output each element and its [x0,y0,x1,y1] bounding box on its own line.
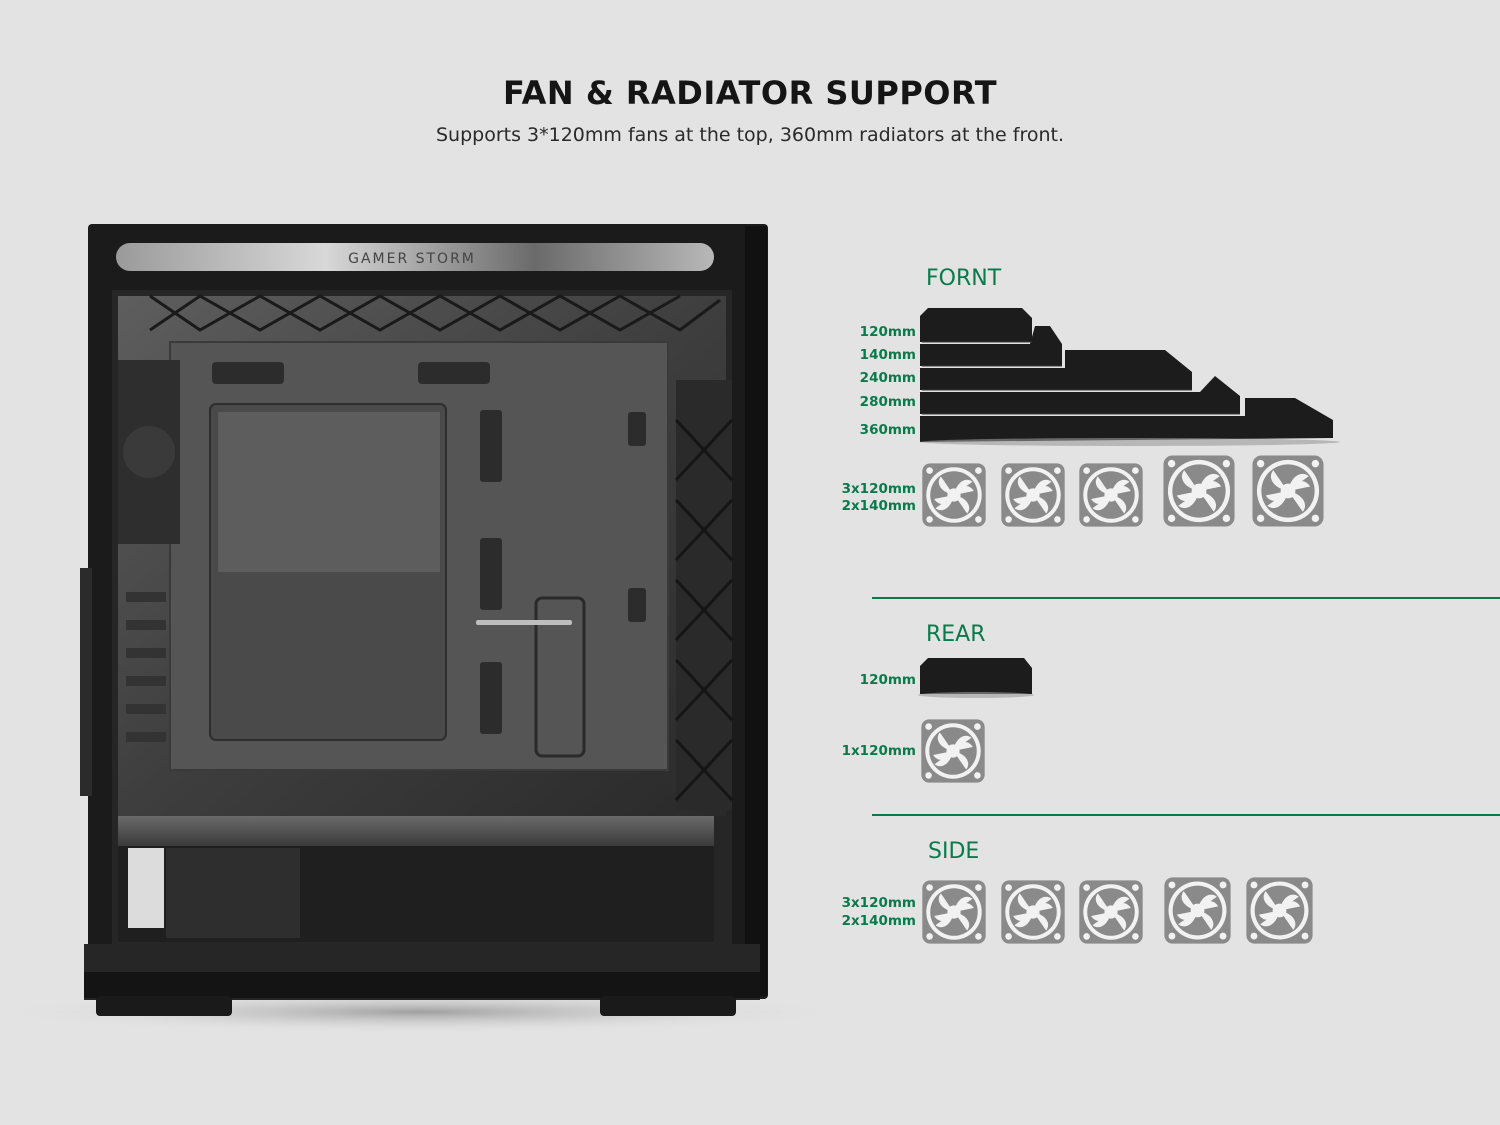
front-fan-icon-3 [1079,463,1143,527]
front-radiator-label-360: 360mm [859,422,916,438]
rear-side-divider [872,814,1500,816]
radiator-bar-280 [920,376,1240,414]
side-heading: SIDE [928,839,980,864]
brand-logo-text: GAMER STORM [348,251,476,267]
front-radiator-label-140: 140mm [859,347,916,363]
side-fan-icon-5 [1246,877,1313,944]
page-subtitle: Supports 3*120mm fans at the top, 360mm … [435,124,1064,146]
page-title: FAN & RADIATOR SUPPORT [502,74,998,112]
front-heading: FORNT [926,266,1002,291]
front-radiator-label-240: 240mm [859,370,916,386]
radiator-bar-240 [920,350,1192,390]
front-radiator-label-280: 280mm [859,394,916,410]
front-fan-icon-4 [1163,455,1235,527]
side-fan-label-1: 3x120mm [841,895,916,911]
side-fan-icon-3 [1079,880,1143,944]
front-fan-icon-5 [1252,455,1324,527]
side-fan-icon-1 [922,880,986,944]
front-fan-icon-2 [1001,463,1065,527]
rear-fan-icon-1 [921,719,985,783]
rear-radiator-label-120: 120mm [859,672,916,688]
side-fan-icon-4 [1164,877,1231,944]
side-fan-label-2: 2x140mm [841,913,916,929]
side-fan-icon-2 [1001,880,1065,944]
front-radiator-label-120: 120mm [859,324,916,340]
radiator-bar-140 [920,326,1062,366]
front-rear-divider [872,597,1500,599]
radiator-bar-120 [920,308,1032,342]
rear-radiator-bar-120 [920,658,1032,694]
pc-case-image: GAMER STORM [0,224,850,1034]
rear-fan-label: 1x120mm [841,743,916,759]
radiator-bar-360 [920,398,1333,442]
rear-heading: REAR [926,622,986,647]
front-fan-label-1: 3x120mm [841,481,916,497]
front-fan-icon-1 [922,463,986,527]
front-fan-label-2: 2x140mm [841,498,916,514]
